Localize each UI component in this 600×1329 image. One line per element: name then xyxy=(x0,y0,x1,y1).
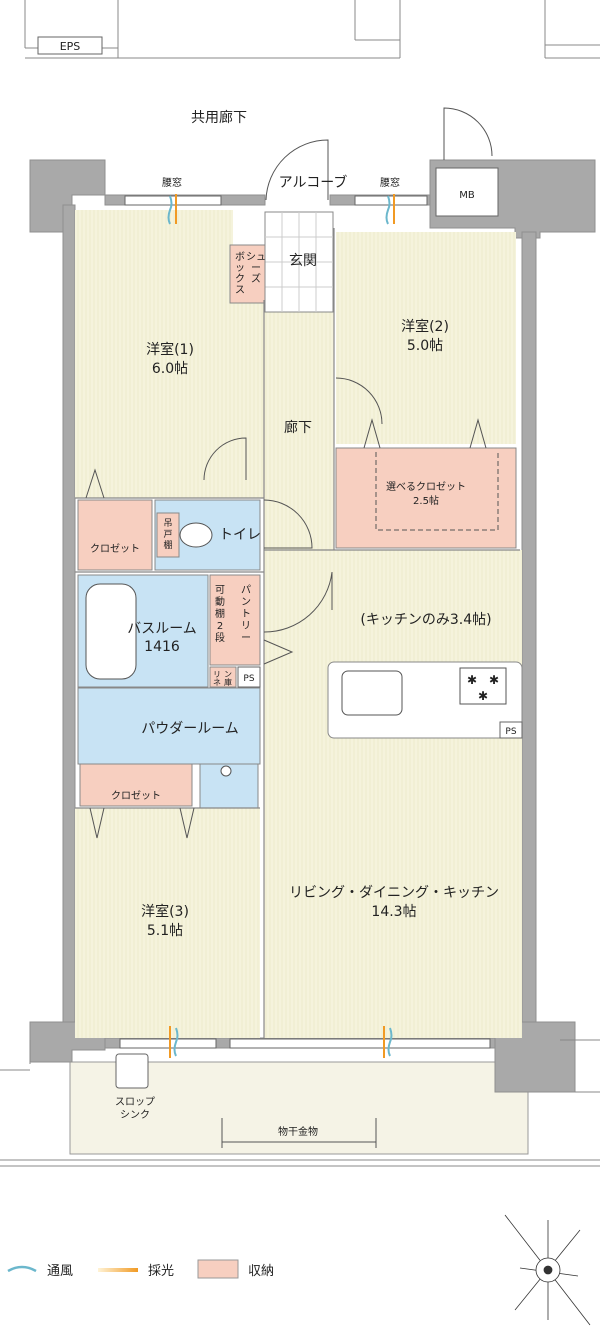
room1-size: 6.0帖 xyxy=(152,361,188,377)
room3-name: 洋室(3) xyxy=(141,903,189,920)
svg-text:2: 2 xyxy=(217,621,223,632)
svg-text:ネ: ネ xyxy=(213,678,221,687)
powder-room xyxy=(77,687,261,765)
window-markers xyxy=(119,194,491,1058)
svg-text:リ: リ xyxy=(241,621,251,632)
slope-sink-label-1: スロップ xyxy=(115,1096,155,1108)
ldk-floor xyxy=(264,550,522,1038)
svg-text:ン: ン xyxy=(224,670,232,679)
room2-size: 5.0帖 xyxy=(407,338,443,354)
svg-text:✱: ✱ xyxy=(467,673,477,687)
svg-text:ッ: ッ xyxy=(235,263,245,274)
window-right-label: 腰窓 xyxy=(380,176,400,189)
svg-text:ー: ー xyxy=(241,633,251,644)
eps-label: EPS xyxy=(60,40,81,53)
bath-size: 1416 xyxy=(144,639,180,655)
ps-kitchen-box xyxy=(499,721,523,739)
ventilation-legend-icon xyxy=(7,1265,37,1273)
eps-box xyxy=(37,36,103,55)
svg-text:可: 可 xyxy=(215,585,225,596)
toilet-label: トイレ xyxy=(219,527,261,543)
svg-text:吊: 吊 xyxy=(163,518,172,529)
powder-label: パウダールーム xyxy=(141,721,239,737)
drying-rod-icon xyxy=(221,1118,377,1148)
svg-text:ト: ト xyxy=(241,609,251,620)
legend-ventilation: 通風 xyxy=(47,1264,73,1279)
linen xyxy=(209,666,237,688)
drying-label: 物干金物 xyxy=(278,1125,318,1138)
upper-structure xyxy=(24,0,600,59)
select-closet-name: 選べるクロゼット xyxy=(386,480,466,493)
kitchen-only-label: (キッチンのみ3.4帖) xyxy=(360,612,491,628)
room-1-floor xyxy=(75,210,233,498)
svg-text:パ: パ xyxy=(241,584,251,596)
svg-text:棚: 棚 xyxy=(215,607,225,620)
toilet-shelf xyxy=(156,512,180,558)
hallway-floor xyxy=(264,312,334,564)
stove-icon xyxy=(459,667,507,705)
ps-center-label: PS xyxy=(243,674,254,684)
doors xyxy=(85,107,493,839)
linen-label: リ ネ ン 庫 xyxy=(213,670,232,687)
legend-storage: 収納 xyxy=(248,1264,274,1279)
svg-text:ボ: ボ xyxy=(235,251,245,263)
svg-text:シュ: シュ xyxy=(246,252,266,263)
sink-icon xyxy=(341,670,403,716)
ldk-name: リビング・ダイニング・キッチン xyxy=(289,885,499,901)
svg-text:戸: 戸 xyxy=(163,529,172,540)
storage-legend-icon xyxy=(197,1259,239,1279)
select-closet-size: 2.5帖 xyxy=(413,494,439,507)
svg-text:動: 動 xyxy=(215,595,225,608)
select-closet xyxy=(335,447,517,549)
room2-name: 洋室(2) xyxy=(401,318,449,335)
lighting-legend-icon xyxy=(98,1268,138,1272)
svg-text:✱: ✱ xyxy=(478,689,488,703)
closet-bottom xyxy=(79,763,193,807)
slope-sink-label-2: シンク xyxy=(120,1109,150,1121)
svg-text:ー: ー xyxy=(251,263,261,274)
hallway-label: 廊下 xyxy=(284,419,312,436)
compass-icon xyxy=(504,1214,591,1326)
room3-size: 5.1帖 xyxy=(147,923,183,939)
mb-box xyxy=(435,167,499,217)
svg-text:ン: ン xyxy=(241,597,251,608)
toilet-icon xyxy=(179,522,213,548)
shoebox xyxy=(229,244,266,304)
slop-sink-icon xyxy=(115,1053,149,1089)
room-2-floor xyxy=(336,232,516,444)
closet-bottom-label: クロゼット xyxy=(111,790,161,802)
pantry xyxy=(209,574,261,666)
shoebox-label: シュ ー ズ ボ ッ ク ス xyxy=(235,251,266,296)
svg-text:段: 段 xyxy=(215,631,225,644)
bathtub-icon xyxy=(85,583,137,680)
pantry-label: パ ン ト リ ー 可 動 棚 2 段 xyxy=(215,584,251,644)
alcove-label: アルコーブ xyxy=(279,174,348,191)
entrance-label: 玄関 xyxy=(289,252,317,269)
bath-name: バスルーム xyxy=(127,621,197,637)
room-3-floor xyxy=(75,808,260,1038)
room1-name: 洋室(1) xyxy=(146,341,194,358)
svg-text:庫: 庫 xyxy=(224,677,232,687)
ps-kitchen-label: PS xyxy=(505,727,516,737)
svg-text:ズ: ズ xyxy=(251,272,261,285)
ldk-size: 14.3帖 xyxy=(371,904,416,920)
closet-left-label: クロゼット xyxy=(90,543,140,555)
legend-lighting: 採光 xyxy=(148,1264,174,1279)
window-left-label: 腰窓 xyxy=(162,176,182,189)
svg-text:ス: ス xyxy=(235,285,245,296)
svg-text:✱: ✱ xyxy=(489,673,499,687)
mb-label: MB xyxy=(459,190,475,201)
closet-left xyxy=(77,499,153,571)
corridor-label: 共用廊下 xyxy=(191,109,247,126)
svg-text:棚: 棚 xyxy=(163,539,172,551)
ps-center-box xyxy=(237,666,261,688)
toilet-shelf-label: 吊 戸 棚 xyxy=(163,518,172,551)
svg-text:リ: リ xyxy=(213,670,221,679)
svg-text:ク: ク xyxy=(235,273,245,285)
